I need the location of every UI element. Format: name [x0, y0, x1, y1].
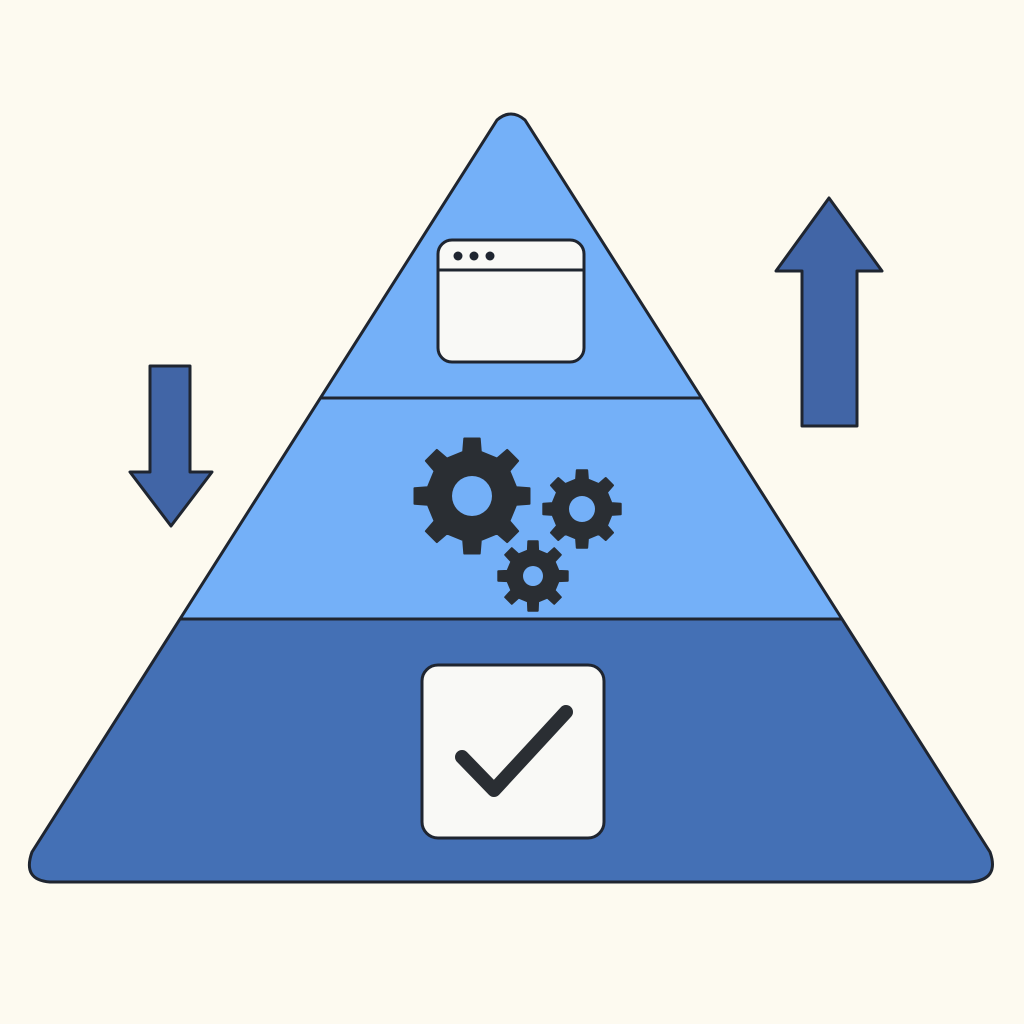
arrow-down-icon [128, 364, 214, 528]
gear-medium-icon [542, 469, 622, 549]
gears-icon [413, 437, 622, 612]
gear-large-icon [413, 437, 531, 555]
arrow-up-icon [774, 196, 884, 428]
pyramid-outline [27, 112, 994, 884]
gear-small-icon [497, 540, 569, 612]
browser-window-icon [436, 238, 586, 364]
checkmark-icon [420, 663, 606, 840]
